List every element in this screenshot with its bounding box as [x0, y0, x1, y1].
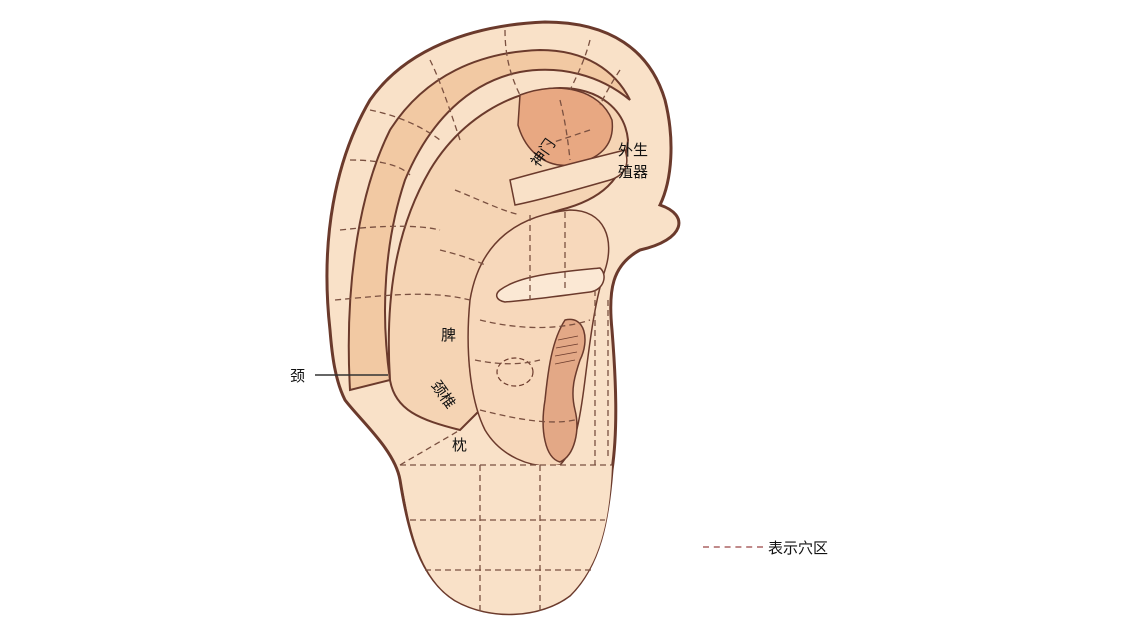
- label-genital-line2: 殖器: [618, 163, 648, 181]
- earlobe: [400, 465, 612, 614]
- label-genital: 外生殖器: [618, 141, 648, 181]
- helix-band: [347, 48, 631, 392]
- label-genital-line1: 外生: [618, 141, 648, 159]
- canal-hatching: [554, 335, 579, 365]
- helix-crus: [496, 267, 605, 303]
- legend-label: 表示穴区: [768, 539, 829, 557]
- ear-canal: [542, 318, 586, 463]
- label-neck: 颈: [290, 367, 305, 385]
- zone-lines: [334, 29, 621, 612]
- label-spleen: 脾: [441, 326, 456, 344]
- concha-oval: [496, 357, 534, 387]
- legend-dashed-line: [703, 546, 763, 548]
- triangular-fossa: [517, 87, 614, 166]
- antihelix-crus: [509, 149, 628, 206]
- label-occiput: 枕: [452, 436, 467, 454]
